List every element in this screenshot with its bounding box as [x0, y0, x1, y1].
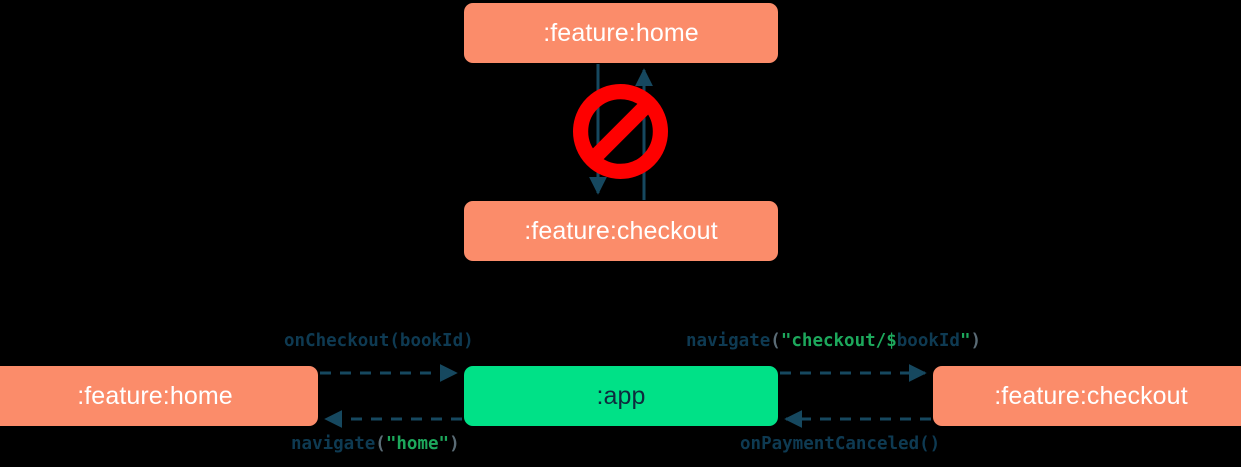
node-label: :feature:checkout [524, 216, 718, 245]
node-label: :feature:home [77, 381, 233, 410]
code-paren-open: ( [375, 434, 386, 454]
code-function-name: navigate [291, 434, 376, 454]
node-feature-checkout-bottom[interactable]: :feature:checkout [933, 366, 1241, 426]
code-paren-close: ) [970, 331, 982, 351]
edge-label-navigate-home: navigate("home") [291, 434, 460, 454]
code-argument: bookId [399, 331, 464, 351]
code-paren-close: ) [449, 434, 460, 454]
code-paren-close: ) [929, 434, 941, 454]
forbidden-icon [573, 84, 668, 179]
node-label: :feature:checkout [994, 381, 1188, 410]
code-string-end: " [959, 331, 971, 351]
code-function-name: onPaymentCanceled [740, 434, 920, 454]
node-feature-home-bottom[interactable]: :feature:home [0, 366, 318, 426]
node-label: :app [596, 381, 646, 410]
code-string-start: "checkout/ [780, 331, 887, 351]
node-feature-checkout-top[interactable]: :feature:checkout [464, 201, 778, 261]
node-feature-home-top[interactable]: :feature:home [464, 3, 778, 63]
node-label: :feature:home [543, 18, 699, 47]
code-paren-open: ( [389, 331, 400, 351]
code-paren-open: ( [770, 331, 781, 351]
edge-label-on-checkout: onCheckout(bookId) [284, 331, 474, 351]
code-paren-open: ( [919, 434, 930, 454]
code-paren-close: ) [463, 331, 474, 351]
code-string: "home" [385, 434, 450, 454]
node-app[interactable]: :app [464, 366, 778, 426]
edge-label-navigate-checkout: navigate("checkout/$bookId") [686, 331, 981, 351]
code-dollar-sign: $ [886, 331, 897, 351]
edge-label-on-payment-canceled: onPaymentCanceled() [740, 434, 940, 454]
code-function-name: onCheckout [284, 331, 390, 351]
code-template-var: bookId [896, 331, 960, 351]
code-function-name: navigate [686, 331, 771, 351]
